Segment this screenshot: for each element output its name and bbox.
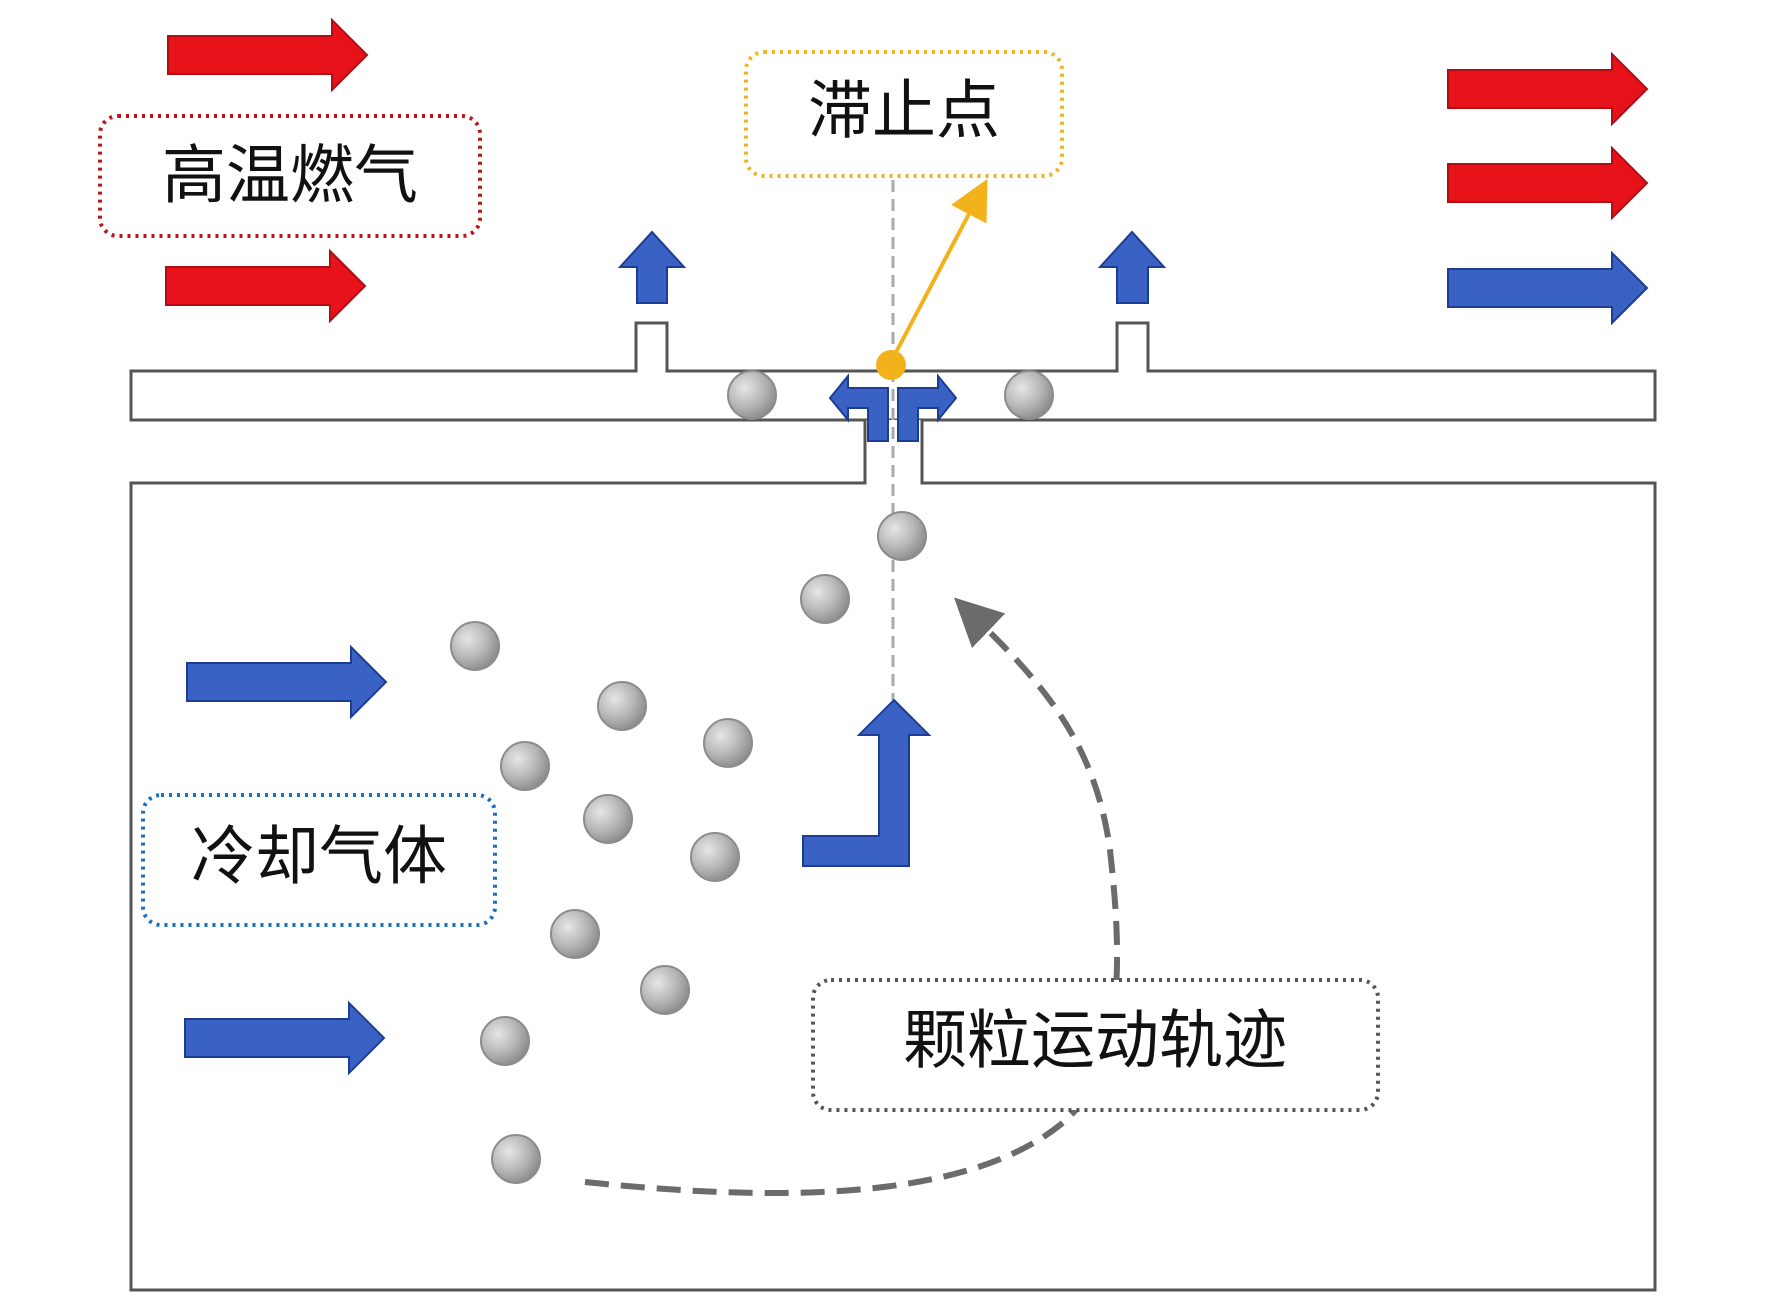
film-outflow-arrow-left	[617, 230, 687, 304]
hot-gas-arrow-right-2	[1447, 145, 1649, 221]
particle	[1004, 370, 1054, 420]
mixed-flow-arrow-right	[1447, 250, 1649, 326]
particle	[491, 1134, 541, 1184]
particles	[450, 370, 1054, 1184]
hot-gas-arrow-right-1	[1447, 51, 1649, 127]
stagnation-point-marker	[876, 350, 906, 380]
particle	[727, 370, 777, 420]
cooling-gas-arrow-top	[186, 644, 388, 720]
particle	[550, 909, 600, 959]
particle	[583, 794, 633, 844]
hot-gas-label-box	[98, 114, 482, 238]
particle	[450, 621, 500, 671]
particle	[877, 511, 927, 561]
cooling-gas-arrow-bottom	[184, 1000, 386, 1076]
stagnation-label-box	[744, 50, 1064, 178]
particle	[597, 681, 647, 731]
particle	[690, 832, 740, 882]
particle	[500, 741, 550, 791]
film-outflow-arrow-right	[1097, 230, 1167, 304]
stagnation-point-label: 滞止点	[808, 75, 1000, 149]
split-flow-arrow	[828, 373, 958, 442]
particle-trajectory-label-box	[811, 978, 1380, 1112]
particle	[800, 574, 850, 624]
cooling-gas-label-box	[141, 793, 497, 927]
stagnation-pointer	[891, 178, 988, 359]
turning-flow-arrow	[802, 698, 932, 867]
particle-trajectory-label: 颗粒运动轨迹	[903, 1005, 1287, 1079]
hot-gas-arrow-top-left	[167, 17, 369, 93]
particle	[480, 1016, 530, 1066]
cooling-gas-label: 冷却气体	[191, 821, 447, 895]
hot-gas-label: 高温燃气	[162, 140, 418, 214]
particle	[703, 718, 753, 768]
particle	[640, 965, 690, 1015]
hot-gas-arrow-bottom-left	[165, 248, 367, 324]
